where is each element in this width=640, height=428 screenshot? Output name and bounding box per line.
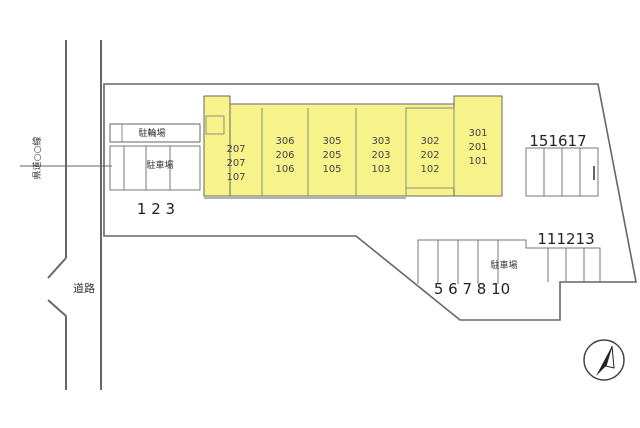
unit-label: 205 bbox=[322, 150, 341, 161]
unit-column-3: 305 205 105 bbox=[322, 136, 341, 175]
road bbox=[20, 40, 112, 390]
unit-column-6: 301 201 101 bbox=[468, 128, 487, 167]
bicycle-parking bbox=[109, 123, 201, 143]
unit-column-4: 303 203 103 bbox=[371, 136, 390, 175]
parking-numbers-mid-right: 111213 bbox=[537, 230, 594, 248]
parking-numbers-left: 1 2 3 bbox=[137, 200, 175, 218]
site-boundary bbox=[103, 83, 637, 321]
unit-label: 301 bbox=[468, 128, 487, 139]
parking-numbers-upper-right: 151617 bbox=[529, 132, 586, 150]
apartment-building bbox=[203, 95, 503, 199]
road-label: 道路 bbox=[73, 281, 95, 295]
unit-label: 202 bbox=[420, 150, 439, 161]
unit-label: 206 bbox=[275, 150, 294, 161]
unit-label: 303 bbox=[371, 136, 390, 147]
parking-lot-upper-right bbox=[525, 147, 599, 197]
unit-label: 203 bbox=[371, 150, 390, 161]
unit-label: 101 bbox=[468, 156, 487, 167]
unit-label: 106 bbox=[275, 164, 294, 175]
unit-label: 103 bbox=[371, 164, 390, 175]
parking-left-label: 駐車場 bbox=[146, 159, 173, 171]
unit-labels: 207 207 107 306 206 106 305 205 105 303 … bbox=[226, 128, 487, 183]
parking-lot-left bbox=[109, 145, 201, 191]
parking-right-label: 駐車場 bbox=[490, 259, 517, 271]
unit-label: 306 bbox=[275, 136, 294, 147]
unit-label: 302 bbox=[420, 136, 439, 147]
parking-numbers-bottom: 5 6 7 8 10 bbox=[434, 280, 510, 298]
unit-label: 102 bbox=[420, 164, 439, 175]
side-road-label: 県道○○線 bbox=[31, 137, 43, 180]
unit-label: 201 bbox=[468, 142, 487, 153]
unit-label: 207 bbox=[226, 158, 245, 169]
unit-label: 207 bbox=[226, 144, 245, 155]
unit-column-2: 306 206 106 bbox=[275, 136, 294, 175]
unit-label: 305 bbox=[322, 136, 341, 147]
parking-lot-lower bbox=[417, 239, 601, 284]
unit-column-1: 207 207 107 bbox=[226, 144, 245, 183]
bicycle-parking-label: 駐輪場 bbox=[138, 127, 165, 139]
unit-label: 107 bbox=[226, 172, 245, 183]
unit-column-5: 302 202 102 bbox=[420, 136, 439, 175]
north-arrow-icon bbox=[583, 339, 625, 381]
unit-label: 105 bbox=[322, 164, 341, 175]
